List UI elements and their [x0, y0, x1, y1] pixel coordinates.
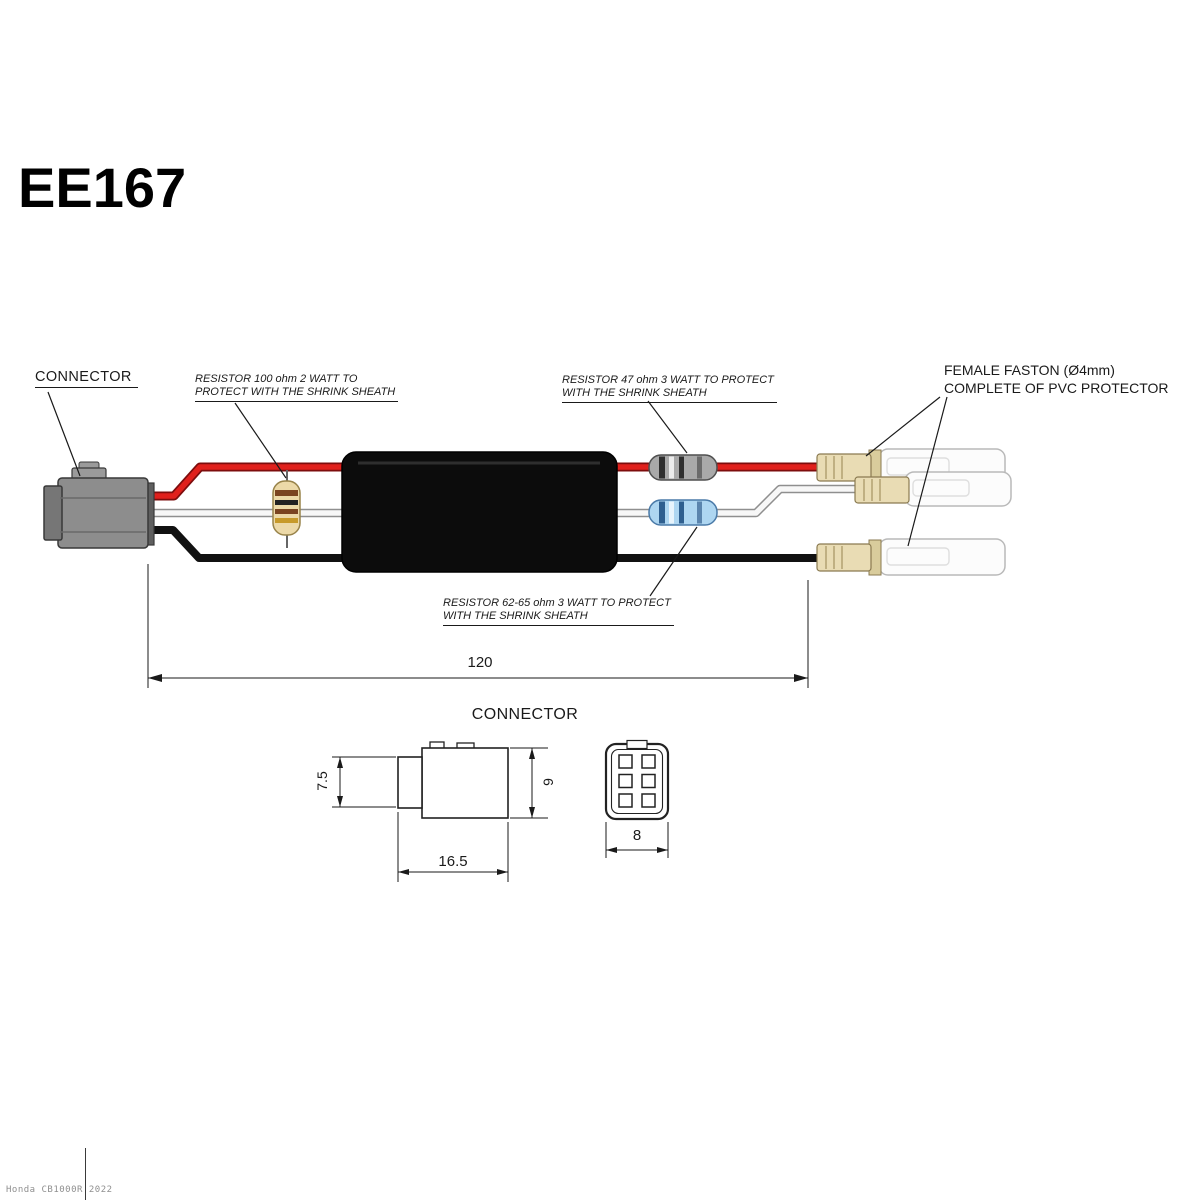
dimension-front-width [605, 822, 669, 858]
dim120-arrow-left [148, 674, 162, 682]
side-view-front-step [397, 756, 423, 809]
resistor-62-65ohm-band3 [679, 501, 684, 524]
front-view-top-notch [626, 739, 648, 750]
resistor-47-callout-line1: RESISTOR 47 ohm 3 WATT TO PROTECT [562, 374, 774, 386]
connector-side-view [397, 741, 509, 819]
resistor-62-65ohm-band4 [697, 501, 702, 524]
dimension-8-label: 8 [617, 827, 657, 844]
dimension-side-depth [510, 747, 548, 819]
dim120-arrow-right [794, 674, 808, 682]
faston-terminal-bottom [816, 538, 1006, 576]
resistor-47ohm [648, 454, 718, 481]
dimension-9-label: 9 [540, 772, 556, 792]
dimension-overall-length [147, 564, 809, 688]
faston-c-terminal-silhouette [886, 547, 950, 566]
resistor-100ohm-band2 [275, 500, 298, 505]
resistor-47ohm-band3 [679, 456, 684, 479]
shrink-tube [341, 451, 618, 573]
dim8-arrow-right [657, 847, 668, 853]
resistor-47-callout: RESISTOR 47 ohm 3 WATT TO PROTECT WITH T… [562, 374, 777, 403]
shrink-tube-body [341, 451, 618, 573]
resistor-100-callout: RESISTOR 100 ohm 2 WATT TO PROTECT WITH … [195, 373, 399, 402]
resistor-47ohm-band2 [669, 456, 674, 479]
front-view-pin-5 [618, 793, 633, 808]
leader-lines [47, 391, 948, 597]
resistor-100ohm-body [272, 480, 301, 536]
resistor-47ohm-band1 [659, 456, 665, 479]
front-view-pin-6 [641, 793, 656, 808]
front-view-pin-1 [618, 754, 633, 769]
dim9-arrow-top [529, 748, 535, 759]
resistor-100ohm-band3 [275, 509, 298, 514]
watermark-text: Honda CB1000R 2022 [6, 1185, 113, 1195]
dimension-7-5-label: 7.5 [314, 759, 330, 803]
resistor-62-65ohm-band2 [669, 501, 674, 524]
leader-faston-top [865, 396, 941, 457]
resistor-62-65-callout-line1: RESISTOR 62-65 ohm 3 WATT TO PROTECT [443, 597, 671, 609]
resistor-62-65ohm [648, 499, 718, 526]
resistor-62-65-callout: RESISTOR 62-65 ohm 3 WATT TO PROTECT WIT… [443, 597, 674, 626]
resistor-62-65ohm-band1 [659, 501, 665, 524]
dim9-arrow-bottom [529, 807, 535, 818]
faston-callout-line2: COMPLETE OF PVC PROTECTOR [944, 380, 1169, 396]
dimension-side-height [332, 756, 396, 808]
resistor-100-callout-line2: PROTECT WITH THE SHRINK SHEATH [195, 386, 396, 398]
connector-body [57, 477, 149, 549]
leader-resistor-100 [234, 402, 287, 479]
faston-c-pvc-sleeve [878, 538, 1006, 576]
front-view-pin-2 [641, 754, 656, 769]
dimension-16-5-label: 16.5 [413, 853, 493, 870]
dim165-arrow-right [497, 869, 508, 875]
resistor-62-65-callout-line2: WITH THE SHRINK SHEATH [443, 610, 588, 622]
dimension-120-label: 120 [440, 654, 520, 671]
resistor-100ohm-band4 [275, 518, 298, 523]
dim75-arrow-top [337, 757, 343, 768]
leader-faston-bottom [907, 396, 948, 547]
leader-connector [47, 391, 81, 477]
page-title: EE167 [18, 156, 187, 219]
resistor-100-callout-line1: RESISTOR 100 ohm 2 WATT TO [195, 373, 358, 385]
main-connector [43, 461, 155, 549]
resistor-100ohm [272, 470, 301, 548]
front-view-pin-3 [618, 773, 633, 789]
leader-resistor-62-65 [649, 526, 698, 597]
resistor-47ohm-band4 [697, 456, 702, 479]
harness-diagram [43, 448, 1012, 576]
connector-detail-heading: CONNECTOR [471, 706, 579, 723]
side-view-main-body [421, 747, 509, 819]
faston-b-pvc-sleeve [904, 471, 1012, 507]
faston-a-crimp [816, 453, 872, 482]
dimension-side-width [397, 812, 509, 882]
faston-terminal-top-b [854, 471, 1012, 507]
resistor-47-callout-line2: WITH THE SHRINK SHEATH [562, 387, 707, 399]
faston-b-crimp [854, 476, 910, 504]
dim8-arrow-left [606, 847, 617, 853]
dim165-arrow-left [398, 869, 409, 875]
leader-resistor-47 [647, 400, 688, 454]
faston-c-crimp [816, 543, 872, 572]
resistor-100ohm-band1 [275, 490, 298, 496]
connector-callout: CONNECTOR [35, 369, 138, 388]
faston-callout: FEMALE FASTON (Ø4mm) COMPLETE OF PVC PRO… [944, 361, 1169, 397]
front-view-outer [604, 742, 670, 821]
faston-callout-line1: FEMALE FASTON (Ø4mm) [944, 362, 1115, 378]
dim75-arrow-bottom [337, 796, 343, 807]
connector-front-face [43, 485, 63, 541]
front-view-inner [610, 748, 664, 815]
connector-front-view [604, 739, 670, 821]
front-view-pin-4 [641, 773, 656, 789]
faston-b-terminal-silhouette [912, 479, 970, 497]
